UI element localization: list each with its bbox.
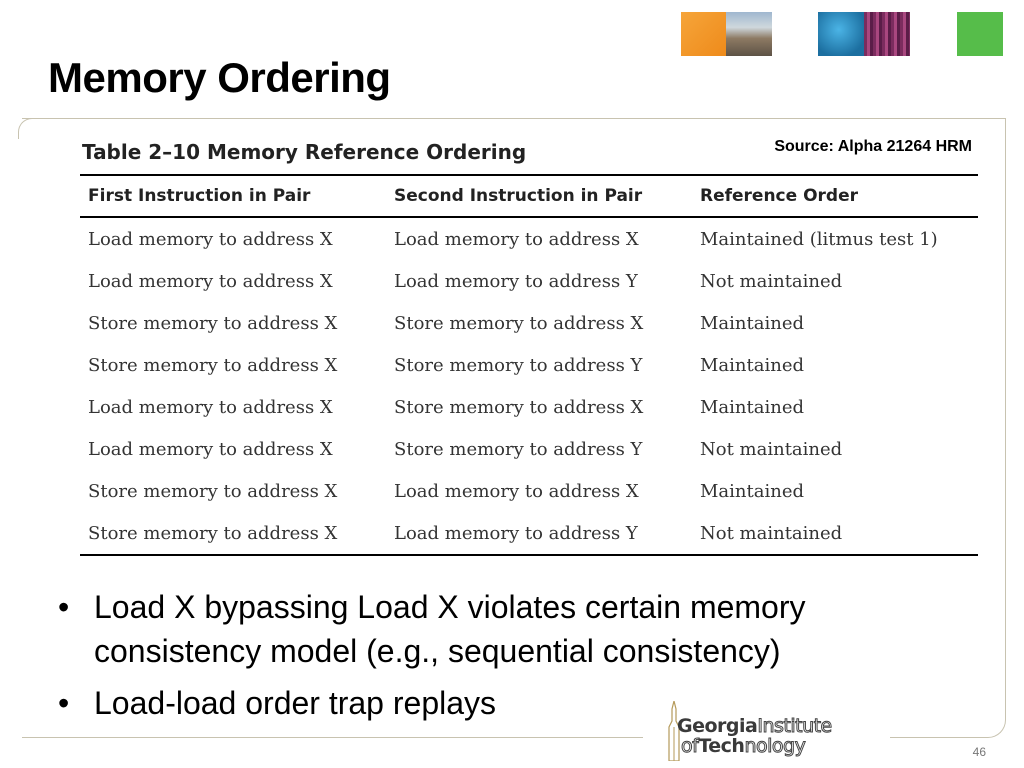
logo-line-1: GeorgiaInstitute [677, 715, 833, 738]
bullet-marker: • [58, 685, 70, 721]
source-citation: Source: Alpha 21264 HRM [774, 138, 972, 155]
table-cell: Store memory to address Y [394, 354, 643, 376]
content-frame [22, 118, 1006, 738]
table-cell: Load memory to address Y [394, 522, 638, 544]
page-number: 46 [972, 745, 986, 759]
column-header-second-instruction: Second Instruction in Pair [394, 186, 643, 206]
table-cell: Store memory to address X [88, 354, 338, 376]
slide-title: Memory Ordering [48, 54, 391, 101]
table-cell: Maintained (litmus test 1) [700, 228, 938, 250]
table-cell: Store memory to address X [88, 480, 338, 502]
table-cell: Not maintained [700, 438, 843, 460]
table-cell: Load memory to address X [394, 480, 639, 502]
table-row: Store memory to address X Store memory t… [80, 344, 978, 386]
table-cell: Load memory to address X [394, 228, 639, 250]
bullet-item: • Load-load order trap replays [58, 681, 958, 725]
table-row: Load memory to address X Store memory to… [80, 386, 978, 428]
column-header-reference-order: Reference Order [700, 186, 859, 206]
logo-word-tech: Tech [698, 735, 745, 757]
table-cell: Load memory to address X [88, 438, 333, 460]
table-cell: Load memory to address X [88, 396, 333, 418]
blue-color-tile [818, 12, 864, 56]
table-cell: Load memory to address Y [394, 270, 638, 292]
table-cell: Store memory to address X [394, 312, 644, 334]
georgia-tech-logo: GeorgiaInstitute ofTechnology [643, 697, 890, 764]
bullet-list: • Load X bypassing Load X violates certa… [58, 585, 958, 733]
table-row: Store memory to address X Store memory t… [80, 302, 978, 344]
table-cell: Store memory to address X [88, 522, 338, 544]
logo-line-2: ofTechnology [680, 735, 806, 758]
table-cell: Store memory to address X [394, 396, 644, 418]
table-cell: Not maintained [700, 270, 843, 292]
logo-word-nology: nology [744, 735, 806, 758]
table-cell: Load memory to address X [88, 228, 333, 250]
tech-tower-icon [668, 701, 680, 761]
table-cell: Not maintained [700, 522, 843, 544]
table-row: Store memory to address X Load memory to… [80, 512, 978, 555]
table-row: Load memory to address X Store memory to… [80, 428, 978, 470]
table-cell: Maintained [700, 480, 805, 502]
green-color-tile [957, 12, 1003, 56]
memory-reference-ordering-table: First Instruction in Pair Second Instruc… [80, 174, 978, 556]
bullet-item: • Load X bypassing Load X violates certa… [58, 585, 958, 673]
table-cell: Maintained [700, 354, 805, 376]
table-row: Load memory to address X Load memory to … [80, 260, 978, 302]
orange-color-tile [681, 12, 727, 56]
bullet-text: Load X bypassing Load X violates certain… [94, 589, 806, 669]
table-cell: Store memory to address Y [394, 438, 643, 460]
table-cell: Maintained [700, 396, 805, 418]
table-cell: Store memory to address X [88, 312, 338, 334]
logo-word-institute: Institute [757, 715, 833, 738]
logo-word-georgia: Georgia [677, 715, 758, 737]
table-row: Store memory to address X Load memory to… [80, 470, 978, 512]
campus-photo-tile [726, 12, 772, 56]
circuit-photo-tile [864, 12, 910, 56]
table-caption: Table 2–10 Memory Reference Ordering [82, 140, 527, 164]
column-header-first-instruction: First Instruction in Pair [88, 186, 311, 206]
table-cell: Maintained [700, 312, 805, 334]
table-row: Load memory to address X Load memory to … [80, 217, 978, 260]
table-header-row: First Instruction in Pair Second Instruc… [80, 175, 978, 217]
bullet-text: Load-load order trap replays [94, 685, 497, 721]
logo-word-of: of [680, 735, 699, 758]
bullet-marker: • [58, 589, 70, 625]
table-cell: Load memory to address X [88, 270, 333, 292]
